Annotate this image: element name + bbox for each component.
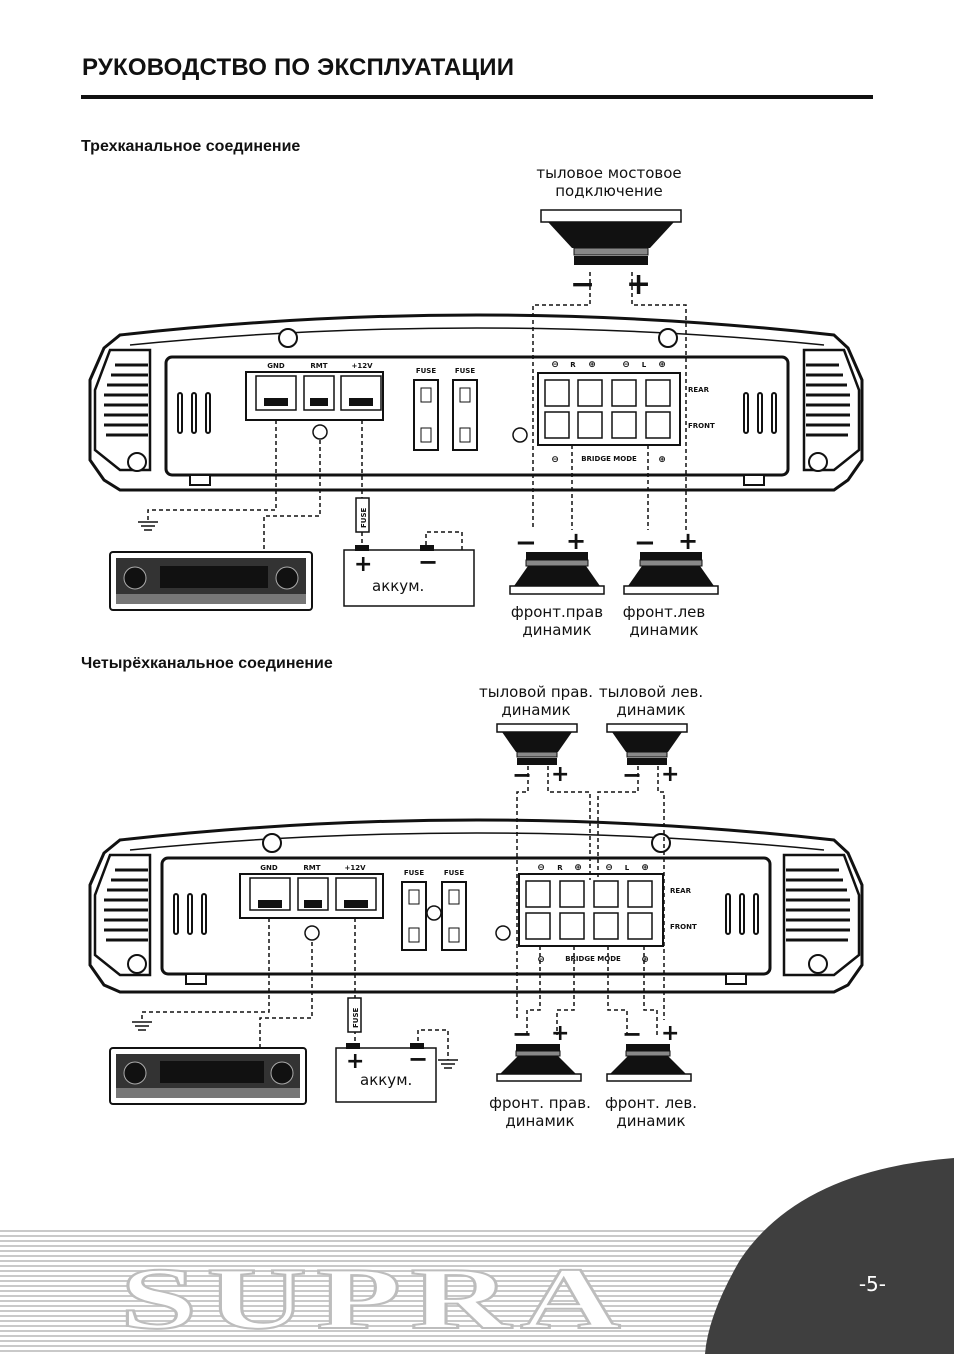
amplifier-four-channel: GND RMT +12V FUSE FUSE ⊖ R ⊕ ⊖ L ⊕ REAR … xyxy=(88,818,864,994)
svg-text:⊖: ⊖ xyxy=(622,360,630,370)
svg-text:⊖: ⊖ xyxy=(551,455,559,465)
svg-text:−: − xyxy=(512,761,532,789)
rear-label: REAR xyxy=(688,386,710,394)
three-channel-wiring-diagram: тыловое мостовое подключение − + xyxy=(88,164,864,639)
rmt-label-2: RMT xyxy=(303,864,320,872)
page-corner-shape xyxy=(705,1158,954,1354)
svg-text:−: − xyxy=(408,1045,428,1073)
svg-text:−: − xyxy=(515,528,537,558)
title-rule xyxy=(81,95,873,99)
front-label-2: FRONT xyxy=(670,923,697,931)
front-left-speaker-label-line2-2: динамик xyxy=(616,1112,685,1130)
front-left-speaker-label-line2: динамик xyxy=(629,621,698,639)
svg-text:⊖: ⊖ xyxy=(537,863,545,873)
svg-text:FUSE: FUSE xyxy=(360,507,368,528)
front-right-speaker-label-line1: фронт.прав xyxy=(511,603,603,621)
12v-label: +12V xyxy=(351,362,373,370)
svg-text:+: + xyxy=(661,1021,679,1046)
section-heading-three-channel: Трехканальное соединение xyxy=(81,138,301,155)
rear-left-speaker-label-line1: тыловой лев. xyxy=(599,683,703,701)
svg-text:+: + xyxy=(678,527,698,555)
battery-icon-2 xyxy=(335,1047,437,1103)
front-left-speaker-icon xyxy=(623,552,719,595)
fuse-1-label: FUSE xyxy=(416,367,437,375)
svg-text:⊕: ⊕ xyxy=(658,455,666,465)
svg-text:⊕: ⊕ xyxy=(641,863,649,873)
head-unit-icon-2 xyxy=(109,1047,307,1105)
svg-text:+: + xyxy=(551,1021,569,1046)
front-right-speaker-label-line2: динамик xyxy=(522,621,591,639)
brand-logo: SUPRA xyxy=(120,1251,630,1348)
svg-text:+: + xyxy=(551,762,569,787)
12v-label-2: +12V xyxy=(344,864,366,872)
svg-text:⊖: ⊖ xyxy=(537,955,545,965)
rear-bridge-label-line2: подключение xyxy=(555,182,663,200)
rear-bridge-label-line1: тыловое мостовое xyxy=(536,164,681,182)
svg-text:−: − xyxy=(418,548,438,576)
gnd-label-2: GND xyxy=(260,864,278,872)
rear-left-speaker-icon xyxy=(606,723,688,765)
gnd-label: GND xyxy=(267,362,285,370)
page-title: РУКОВОДСТВО ПО ЭКСПЛУАТАЦИИ xyxy=(82,54,515,81)
svg-text:+: + xyxy=(626,267,651,302)
bridge-mode-label-2: BRIDGE MODE xyxy=(565,955,621,963)
rmt-label: RMT xyxy=(310,362,327,370)
r-label-2: R xyxy=(557,864,563,872)
battery-label: аккум. xyxy=(372,577,424,595)
r-label: R xyxy=(570,361,576,369)
battery-label-2: аккум. xyxy=(360,1071,412,1089)
svg-text:−: − xyxy=(622,1020,642,1048)
l-label: L xyxy=(642,361,647,369)
svg-text:⊖: ⊖ xyxy=(551,360,559,370)
fuse-3-label: FUSE xyxy=(404,869,425,877)
front-left-speaker-label-line1-2: фронт. лев. xyxy=(605,1094,697,1112)
front-left-speaker-icon-2 xyxy=(606,1044,692,1082)
rear-right-speaker-label-line1: тыловой прав. xyxy=(479,683,593,701)
svg-text:⊖: ⊖ xyxy=(605,863,613,873)
amplifier-three-channel: GND RMT +12V FUSE FUSE ⊖ R ⊕ ⊖ L ⊕ REAR … xyxy=(88,313,864,492)
head-unit-icon xyxy=(109,551,313,611)
page-number: -5- xyxy=(858,1272,886,1296)
rear-right-speaker-icon xyxy=(496,723,578,765)
svg-text:−: − xyxy=(622,761,642,789)
svg-text:⊕: ⊕ xyxy=(641,955,649,965)
svg-text:⊕: ⊕ xyxy=(574,863,582,873)
footer-decoration: SUPRA xyxy=(0,1158,954,1354)
svg-text:FUSE: FUSE xyxy=(352,1007,360,1028)
battery-icon xyxy=(343,549,475,607)
front-label: FRONT xyxy=(688,422,715,430)
l-label-2: L xyxy=(625,864,630,872)
section-heading-four-channel: Четырёхканальное соединение xyxy=(81,655,333,672)
rear-bridge-speaker-icon xyxy=(540,209,682,265)
svg-text:+: + xyxy=(346,1049,364,1074)
fuse-2-label: FUSE xyxy=(455,367,476,375)
svg-text:+: + xyxy=(354,552,372,577)
front-right-speaker-icon-2 xyxy=(496,1044,582,1082)
four-channel-wiring-diagram: тыловой прав. динамик тыловой лев. динам… xyxy=(88,683,864,1130)
front-right-speaker-label-line2-2: динамик xyxy=(505,1112,574,1130)
svg-text:+: + xyxy=(566,527,586,555)
front-right-speaker-label-line1-2: фронт. прав. xyxy=(489,1094,591,1112)
front-left-speaker-label-line1: фронт.лев xyxy=(623,603,706,621)
svg-text:⊕: ⊕ xyxy=(658,360,666,370)
svg-text:−: − xyxy=(570,267,595,302)
svg-text:⊕: ⊕ xyxy=(588,360,596,370)
front-right-speaker-icon xyxy=(509,552,605,595)
rear-left-speaker-label-line2: динамик xyxy=(616,701,685,719)
fuse-4-label: FUSE xyxy=(444,869,465,877)
rear-right-speaker-label-line2: динамик xyxy=(501,701,570,719)
svg-text:+: + xyxy=(661,762,679,787)
svg-text:−: − xyxy=(634,528,656,558)
svg-text:−: − xyxy=(512,1020,532,1048)
rear-label-2: REAR xyxy=(670,887,692,895)
bridge-mode-label: BRIDGE MODE xyxy=(581,455,637,463)
